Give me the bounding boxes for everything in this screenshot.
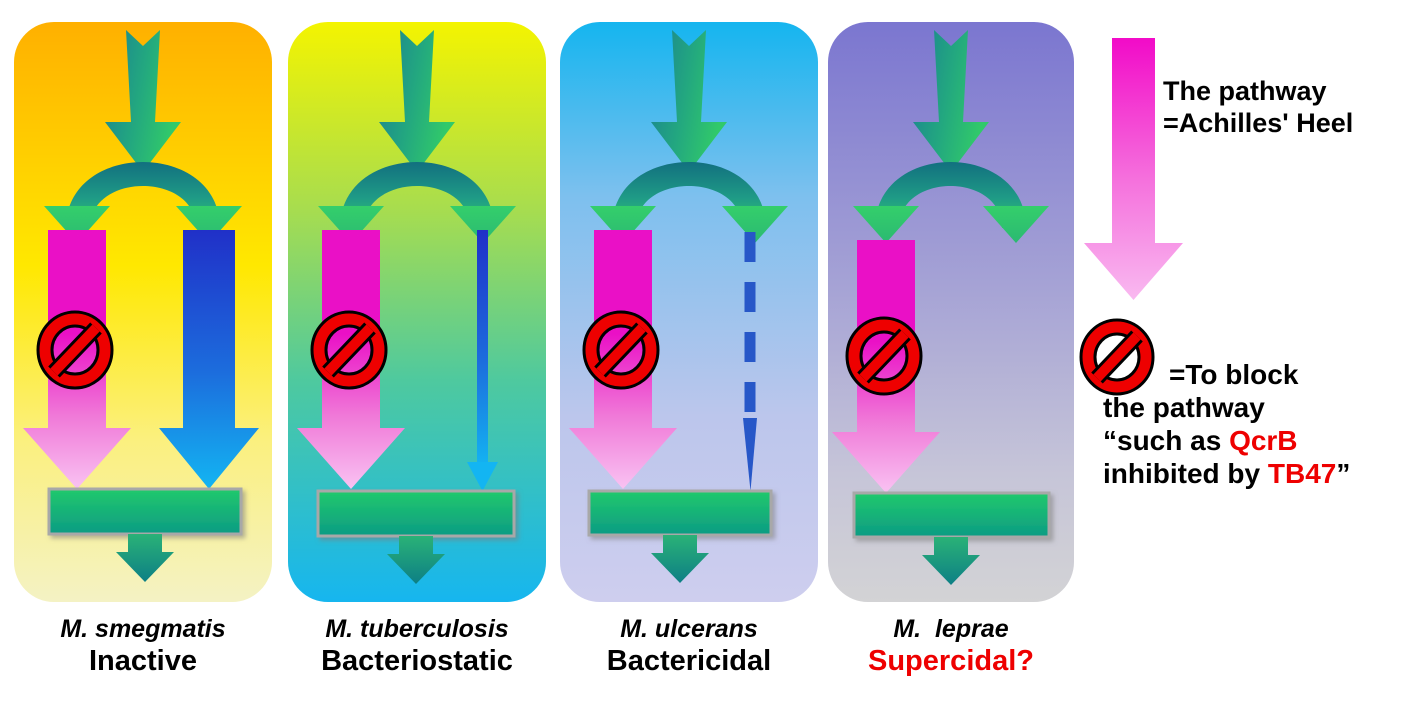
effect-label: Inactive	[89, 645, 197, 678]
legend-block-line-3: “such as QcrB	[1103, 424, 1409, 457]
legend-block-label: =To block the pathway “such as QcrB inhi…	[1103, 358, 1409, 490]
legend-pathway-label: The pathway =Achilles' Heel	[1163, 76, 1354, 138]
effect-label: Bactericidal	[606, 645, 772, 678]
prohibition-sign-icon	[310, 310, 388, 390]
panel-tuberculosis	[288, 22, 546, 602]
alternate-pathway-arrow	[159, 230, 259, 489]
legend-qcrb-highlight: QcrB	[1229, 425, 1298, 457]
legend-block-line-2: the pathway	[1103, 392, 1265, 424]
legend-pathway-arrow	[1084, 38, 1183, 300]
panel-smegmatis	[14, 22, 272, 602]
blocked-pathway-arrow	[23, 230, 131, 489]
legend-block-line-4: inhibited by TB47”	[1103, 457, 1409, 490]
caption-leprae: M. leprae Supercidal?	[828, 616, 1074, 677]
caption-tuberculosis: M. tuberculosis Bacteriostatic	[288, 616, 546, 677]
effect-label: Bacteriostatic	[321, 645, 513, 678]
legend-line3-prefix: “such as	[1103, 425, 1230, 457]
branch-arc	[590, 162, 788, 243]
legend-line4-suffix: ”	[1336, 458, 1351, 490]
panel-leprae	[828, 22, 1074, 602]
branch-arc	[853, 162, 1049, 243]
legend-prohibition-sign-icon	[1079, 318, 1155, 396]
alternate-pathway-arrow	[467, 230, 498, 491]
legend-tb47-highlight: TB47	[1267, 458, 1337, 490]
feeder-arrow	[379, 30, 455, 172]
target-box	[852, 491, 1051, 585]
blocked-pathway-arrow	[297, 230, 405, 489]
species-name: M. smegmatis	[60, 615, 226, 643]
caption-smegmatis: M. smegmatis Inactive	[14, 616, 272, 677]
feeder-arrow	[105, 30, 181, 172]
legend-line4-prefix: inhibited by	[1103, 458, 1268, 490]
target-box	[587, 489, 773, 583]
branch-arc	[44, 162, 242, 243]
target-box	[316, 489, 516, 584]
species-name: M. ulcerans	[620, 615, 758, 643]
feeder-arrow	[913, 30, 989, 172]
species-name: M. tuberculosis	[325, 615, 509, 643]
feeder-arrow	[651, 30, 727, 172]
caption-ulcerans: M. ulcerans Bactericidal	[560, 616, 818, 677]
species-name: M. leprae	[893, 615, 1009, 643]
effect-label: Supercidal?	[868, 645, 1034, 678]
branch-arc	[318, 162, 516, 243]
legend-block-line-1: =To block	[1169, 359, 1299, 390]
alternate-pathway-arrow	[743, 232, 757, 491]
blocked-pathway-arrow	[569, 230, 677, 489]
prohibition-sign-icon	[582, 310, 660, 390]
blocked-pathway-arrow	[832, 240, 940, 493]
target-box	[47, 487, 243, 582]
panel-ulcerans	[560, 22, 818, 602]
prohibition-sign-icon	[845, 316, 923, 396]
prohibition-sign-icon	[36, 310, 114, 390]
